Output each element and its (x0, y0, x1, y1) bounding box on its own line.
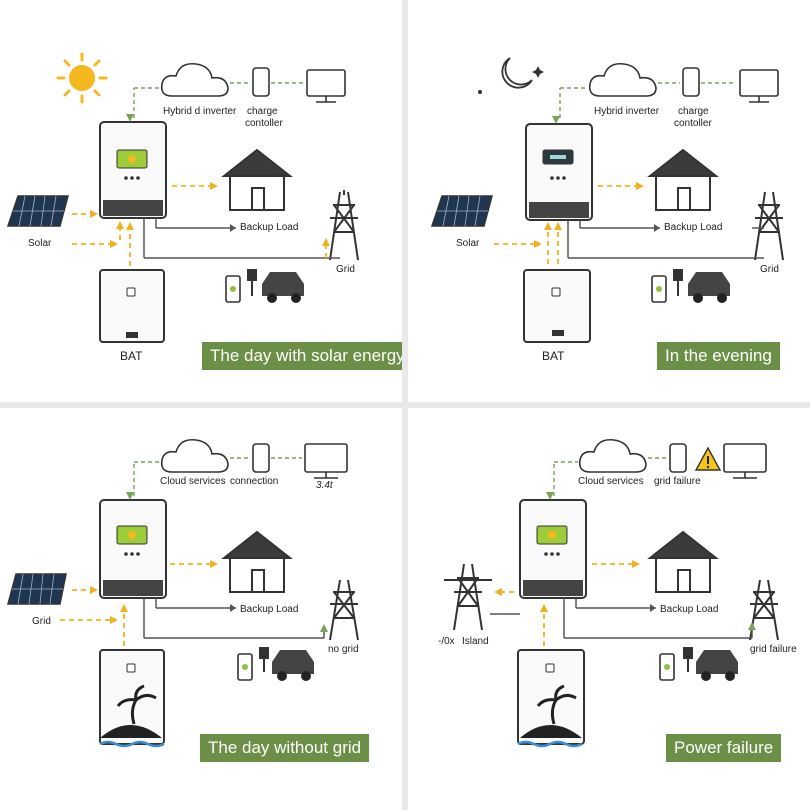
phone-label: charge (247, 106, 278, 117)
battery-icon (523, 269, 591, 343)
phone-label: charge (678, 106, 709, 117)
phone-icon (669, 443, 687, 473)
inverter-icon (519, 499, 587, 599)
monitor-icon (723, 443, 767, 479)
cloud-icon (588, 62, 657, 97)
grid-tower-icon (754, 191, 784, 261)
grid-label: Grid (336, 264, 355, 275)
solar-panel-icon (7, 573, 67, 605)
island-icon (99, 684, 165, 748)
car-icon (688, 272, 730, 303)
monitor-label: 3.4t (316, 480, 333, 491)
car-icon (696, 650, 738, 681)
grid-tower-icon (749, 579, 779, 641)
battery-label: BAT (120, 349, 143, 363)
load-label: Backup Load (660, 604, 719, 615)
battery-icon (99, 269, 165, 343)
diagram-canvas (430, 57, 784, 343)
island-grid-tower-icon (444, 563, 492, 631)
star-icon (478, 66, 544, 94)
load-label: Backup Load (240, 222, 299, 233)
load-label: Backup Load (664, 222, 723, 233)
source-label: Solar (456, 238, 480, 249)
charger-icon (683, 647, 693, 672)
source-prefix: -/0x (438, 636, 455, 647)
sun-icon (56, 52, 108, 104)
monitor-label: contoller (245, 118, 283, 129)
moon-icon (501, 57, 533, 89)
diagram-canvas (6, 52, 359, 343)
scenario-banner: In the evening (657, 342, 780, 370)
car-icon (262, 272, 304, 303)
cloud-label: Hybrid inverter (594, 106, 660, 117)
monitor-icon (306, 69, 346, 103)
cloud-icon (578, 438, 647, 473)
grid-tower-icon (329, 579, 359, 641)
charger-icon (247, 269, 257, 296)
solar-panel-icon (430, 195, 493, 227)
phone-icon (252, 443, 270, 473)
phone-label: connection (230, 476, 279, 487)
cloud-icon (160, 62, 229, 97)
load-label: Backup Load (240, 604, 299, 615)
charger-icon (673, 269, 683, 296)
source-label: Grid (32, 616, 51, 627)
monitor-icon (739, 69, 779, 103)
warning-icon (694, 446, 722, 471)
grid-label: grid failure (750, 644, 797, 655)
car-icon (272, 650, 314, 681)
charger-icon (259, 647, 269, 672)
scenario-banner: The day with solar energy (202, 342, 402, 370)
grid-label: Grid (760, 264, 779, 275)
cloud-label: Hybrid d inverter (163, 106, 237, 117)
house-icon (647, 148, 719, 211)
source-label: Island (462, 636, 489, 647)
inverter-icon (525, 123, 593, 221)
diagram-canvas (444, 438, 779, 748)
grid-label: no grid (328, 644, 359, 655)
cloud-label: Cloud services (578, 476, 644, 487)
inverter-icon (99, 121, 167, 219)
source-label: Solar (28, 238, 52, 249)
battery-label: BAT (542, 349, 565, 363)
panel-power-failure: Cloud services grid failure -/0x Island … (408, 408, 810, 810)
panel-solar-day: Hybrid d inverter charge contoller Solar… (0, 0, 402, 402)
solar-panel-icon (6, 195, 69, 227)
monitor-icon (304, 443, 348, 479)
house-icon (647, 530, 719, 593)
grid-tower-icon (329, 190, 359, 261)
cloud-label: Cloud services (160, 476, 226, 487)
house-icon (221, 148, 293, 211)
panel-no-grid: Cloud services connection 3.4t Grid Back… (0, 408, 402, 810)
cloud-icon (160, 438, 229, 473)
house-icon (221, 530, 293, 593)
phone-icon (252, 67, 270, 97)
monitor-label: contoller (674, 118, 712, 129)
phone-label: grid failure (654, 476, 701, 487)
scenario-banner: The day without grid (200, 734, 370, 762)
phone-icon (682, 67, 700, 97)
island-icon (517, 684, 583, 748)
panel-evening: Hybrid inverter charge contoller Solar B… (408, 0, 810, 402)
diagram-canvas (7, 438, 359, 748)
scenario-banner: Power failure (666, 734, 782, 762)
inverter-icon (99, 499, 167, 599)
